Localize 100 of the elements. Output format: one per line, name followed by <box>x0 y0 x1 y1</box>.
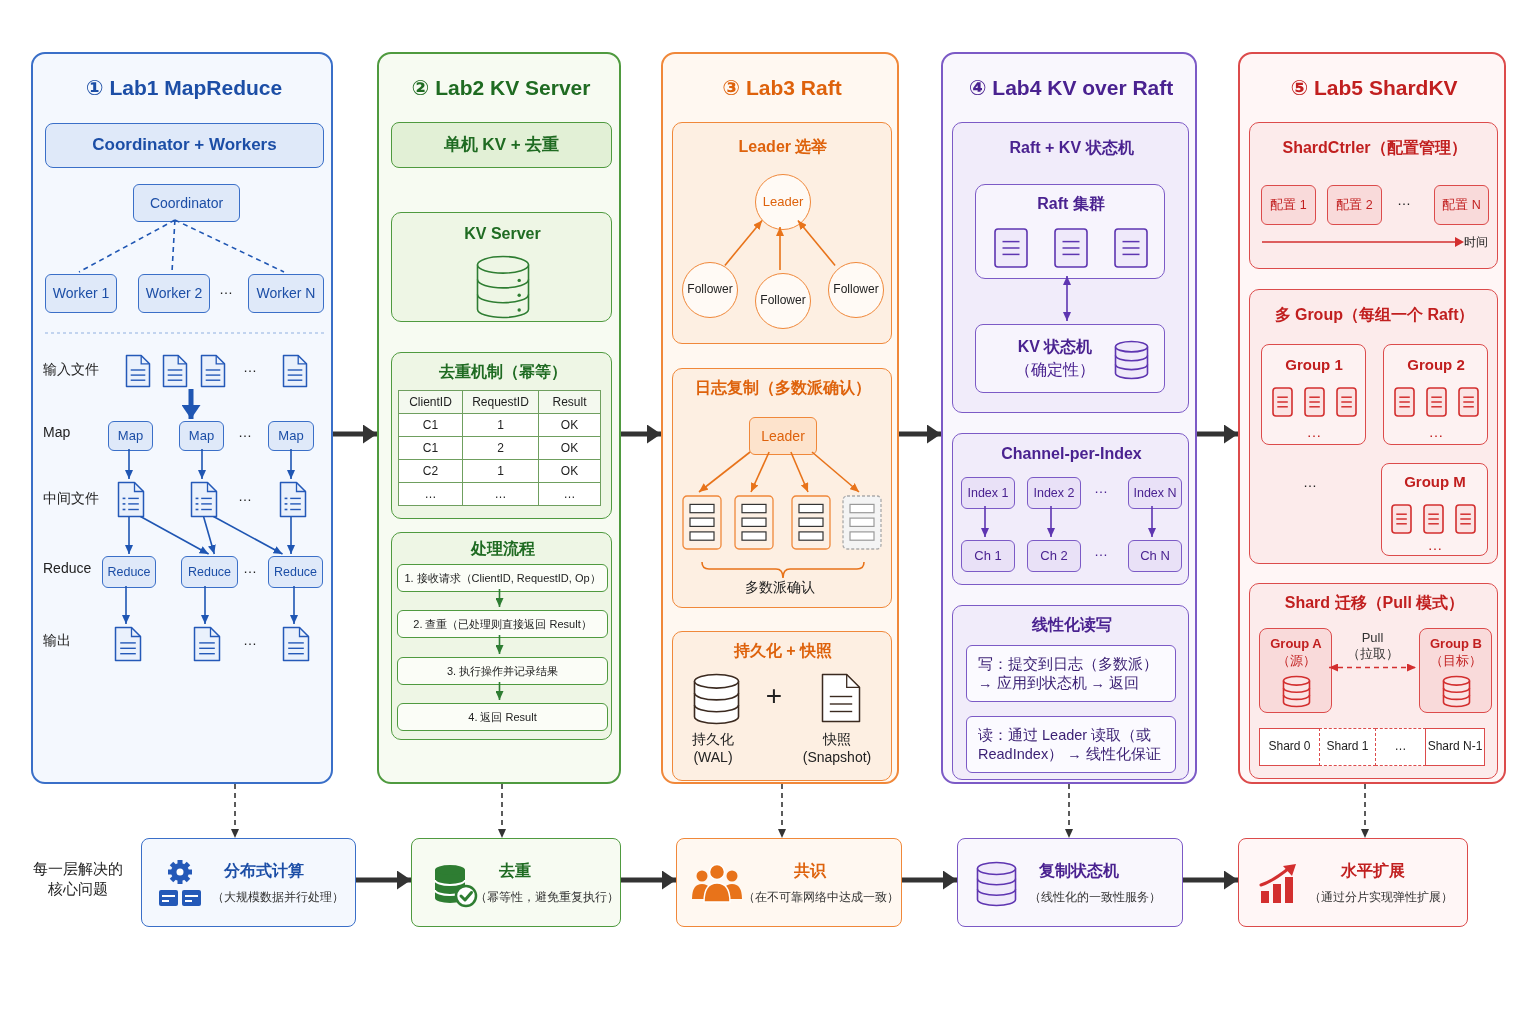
row-label: 输入文件 <box>43 359 99 379</box>
dashed-line <box>174 219 285 273</box>
table-cell: C1 <box>398 413 463 437</box>
panel-title: ② Lab2 KV Server <box>411 75 591 102</box>
ellipsis: … <box>243 357 257 377</box>
dashed-arrow <box>778 783 786 839</box>
index-box: Index 1 <box>961 477 1015 509</box>
reduce-task-box: Reduce <box>102 556 156 588</box>
panel-title: ④ Lab4 KV over Raft <box>968 75 1174 102</box>
table-cell: ClientID <box>398 390 463 414</box>
channel-box: Ch 1 <box>961 540 1015 572</box>
section-title: 处理流程 <box>470 538 535 559</box>
group-box <box>1419 628 1492 713</box>
card-title: 复制状态机 <box>1039 860 1119 881</box>
map-task-box: Map <box>108 421 153 451</box>
section-panel <box>1249 289 1498 564</box>
coordinator-box: Coordinator <box>133 184 240 222</box>
summary-card <box>676 838 902 927</box>
arrow <box>724 219 763 267</box>
document-icon <box>193 626 221 662</box>
arrow <box>1148 505 1156 538</box>
card-subtitle: （线性化的一致性服务） <box>1029 889 1161 905</box>
worker-box: Worker 1 <box>45 274 117 313</box>
shard-slot: Shard N-1 <box>1425 728 1485 766</box>
thick-arrow <box>184 389 198 419</box>
group-box <box>1383 344 1488 445</box>
thick-arrow <box>333 427 377 441</box>
channel-box: Ch N <box>1128 540 1182 572</box>
section-title: Raft + KV 状态机 <box>1009 137 1134 158</box>
thick-arrow <box>899 427 941 441</box>
arrow <box>138 515 210 555</box>
section-title: Shard 迁移（Pull 模式） <box>1284 592 1465 613</box>
header-band: Coordinator + Workers <box>45 123 324 168</box>
table-cell: … <box>398 482 463 506</box>
arrow <box>198 448 206 480</box>
header-band: 单机 KV + 去重 <box>391 122 612 168</box>
group-box <box>1259 628 1332 713</box>
index-box: Index 2 <box>1027 477 1081 509</box>
summary-card <box>141 838 356 927</box>
follower-circle: Follower <box>828 262 884 318</box>
group-title: Group B <box>1430 635 1482 653</box>
ellipsis: … <box>219 279 233 299</box>
ellipsis: … <box>1306 422 1322 442</box>
thick-arrow <box>356 873 411 887</box>
arrow <box>202 515 216 555</box>
summary-card <box>411 838 621 927</box>
icon-caption: 持久化 (WAL) <box>691 729 735 767</box>
ellipsis: … <box>1428 422 1444 442</box>
icon-caption: 快照 (Snapshot) <box>801 729 873 767</box>
dashed-arrow <box>1065 783 1073 839</box>
state-machine-box <box>975 324 1165 393</box>
section-title: 线性化读写 <box>1031 614 1112 635</box>
log-stack-icon <box>734 495 774 550</box>
note-box: 写：提交到日志（多数派） → 应用到状态机 → 返回 <box>966 645 1176 702</box>
thick-arrow <box>1197 427 1238 441</box>
section-title: KV Server <box>464 223 541 244</box>
dashed-arrow <box>231 783 239 839</box>
axis-label: 时间 <box>1464 235 1488 251</box>
thick-arrow <box>1183 873 1238 887</box>
dashed-line <box>171 219 176 273</box>
follower-circle: Follower <box>755 273 811 329</box>
step-box: 3. 执行操作并记录结果 <box>397 657 608 685</box>
worker-box: Worker 2 <box>138 274 210 313</box>
log-stack-icon <box>842 495 882 550</box>
map-task-box: Map <box>268 421 314 451</box>
table-cell: C1 <box>398 436 463 460</box>
arrow <box>287 515 295 555</box>
map-task-box: Map <box>179 421 224 451</box>
card-title: 共识 <box>794 860 826 881</box>
section-panel <box>952 122 1189 413</box>
section-title: 持久化 + 快照 <box>733 640 833 661</box>
document-icon <box>190 481 218 518</box>
row-label: Reduce <box>43 558 92 578</box>
ellipsis: … <box>1397 190 1411 210</box>
arrow <box>776 226 784 271</box>
dashed-arrow <box>1361 783 1369 839</box>
arrow <box>495 634 504 655</box>
summary-card <box>957 838 1183 927</box>
config-box: 配置 2 <box>1327 185 1382 225</box>
section-panel <box>672 122 892 344</box>
ellipsis: … <box>1427 535 1443 555</box>
group-title: Group 2 <box>1407 355 1465 375</box>
arrow <box>122 585 130 625</box>
reduce-task-box: Reduce <box>181 556 238 588</box>
table-cell: RequestID <box>462 390 539 414</box>
section-panel <box>1249 122 1498 269</box>
ellipsis: … <box>238 422 252 442</box>
panel-title: ① Lab1 MapReduce <box>85 75 283 102</box>
box-subtitle: （确定性） <box>1015 359 1095 380</box>
summary-card <box>1238 838 1468 927</box>
card-subtitle: （幂等性，避免重复执行） <box>475 889 619 905</box>
arrow <box>125 448 133 480</box>
thick-arrow <box>902 873 957 887</box>
panel-title: ⑤ Lab5 ShardKV <box>1290 75 1458 102</box>
dashed-arrow <box>498 783 506 839</box>
step-box: 4. 返回 Result <box>397 703 608 731</box>
thick-arrow <box>621 873 676 887</box>
follower-circle: Follower <box>682 262 738 318</box>
arrow <box>797 219 836 267</box>
arrow <box>981 505 989 538</box>
